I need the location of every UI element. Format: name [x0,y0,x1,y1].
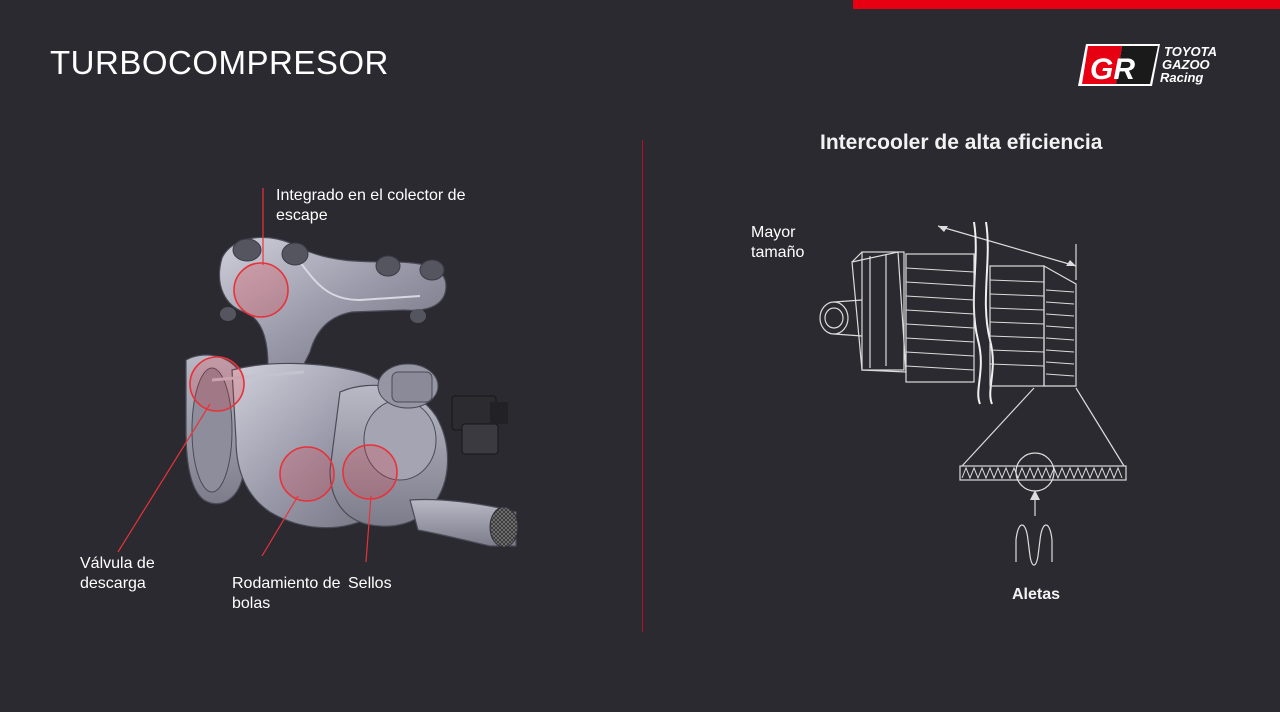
manifold-label: Integrado en el colector de escape [276,187,466,224]
turbocharger-illustration [185,236,519,548]
svg-text:TOYOTA: TOYOTA [1164,44,1217,59]
bearing-label: Rodamiento de bolas [232,575,341,612]
wastegate-callout-line [117,403,211,553]
fin-profile-icon [1015,524,1053,566]
manifold-highlight [233,262,289,318]
page-title: TURBOCOMPRESOR [50,44,389,81]
fin-strip [959,465,1127,481]
wastegate-label: Válvula de descarga [80,555,155,592]
callout-lines [117,188,372,563]
seals-callout-line [365,495,372,563]
accent-bar [853,0,1280,9]
section-divider [642,140,643,632]
fins-label: Aletas [1012,586,1061,603]
wastegate-highlight [189,356,245,412]
seals-highlight [342,444,398,500]
bearing-callout-line [261,495,299,557]
svg-text:Racing: Racing [1160,70,1203,85]
seals-label: Sellos [348,575,392,592]
svg-text:GAZOO: GAZOO [1162,57,1210,72]
fin-magnify-circle [1015,452,1055,492]
intercooler-title: Intercooler de alta eficiencia [820,131,1103,154]
svg-text:GR: GR [1090,53,1135,86]
toyota-gazoo-racing-logo: GR TOYOTA GAZOO Racing [1078,44,1217,86]
size-arrow [937,225,1077,267]
intercooler-illustration [819,221,1127,566]
bearing-highlight [279,446,335,502]
size-label: Mayor tamaño [751,224,805,261]
